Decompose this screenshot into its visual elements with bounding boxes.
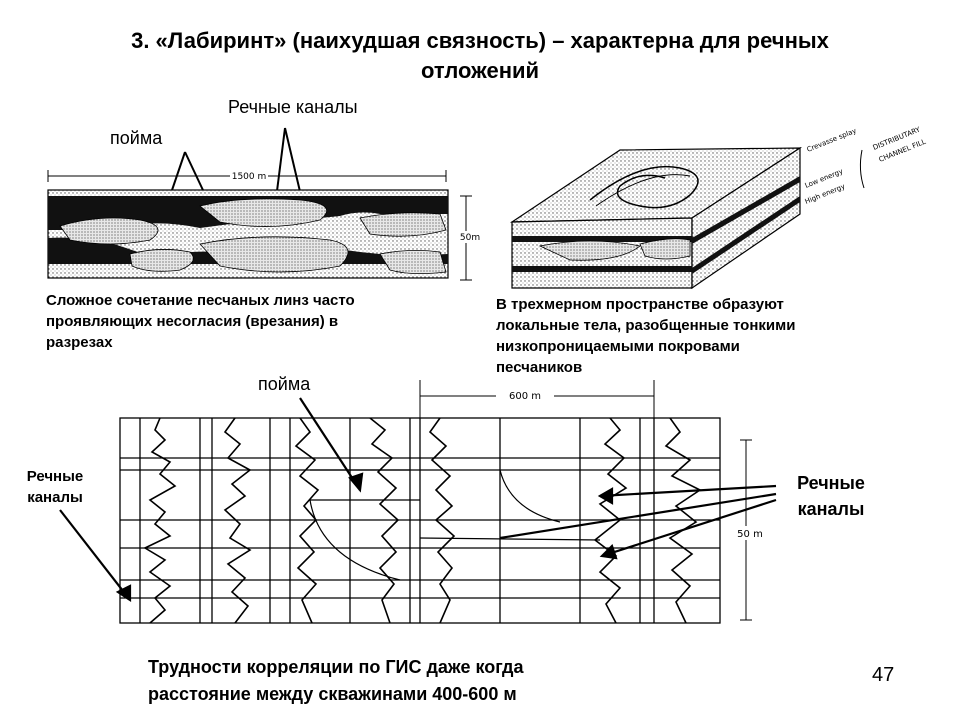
fig3-log-curves: [143, 417, 702, 624]
title-line-1: 3. «Лабиринт» (наихудшая связность) – ха…: [131, 28, 829, 53]
fig3-channel-bodies: [309, 469, 601, 581]
page-number: 47: [872, 664, 895, 686]
fig3-caption: Трудности корреляции по ГИС даже когда р…: [148, 654, 708, 708]
fig1-scale-width-text: 1500 m: [232, 172, 267, 182]
fig1-caption-line-2: проявляющих несогласия (врезания) в: [46, 313, 339, 330]
fig3-channels-right-label: Речные каналы: [776, 470, 886, 522]
fig3-caption-line-2: расстояние между скважинами 400-600 м: [148, 684, 517, 704]
title-line-2: отложений: [420, 58, 540, 83]
fig3-channels-right-line-1: Речные: [797, 473, 865, 493]
fig3-channels-left-line-1: Речные: [26, 468, 84, 485]
fig3-channels-left-line-2: каналы: [27, 489, 83, 506]
fig2-caption-line-3: низкопроницаемыми покровами: [496, 338, 740, 355]
fig2-caption-line-1: В трехмерном пространстве образуют: [496, 296, 784, 313]
fig1-caption-line-1: Сложное сочетание песчаных линз часто: [46, 292, 355, 309]
fig3-pointers: [59, 397, 777, 603]
fig2-caption-line-4: песчаников: [496, 359, 583, 376]
fig3-floodplain-label: пойма: [258, 374, 311, 394]
fig3-scale-width-text: 600 m: [509, 391, 541, 402]
fig1-caption-line-3: разрезах: [46, 334, 113, 351]
fig2-caption: В трехмерном пространстве образуют локал…: [496, 294, 896, 378]
fig1-channels-label: Речные каналы: [228, 97, 358, 117]
fig3-caption-line-1: Трудности корреляции по ГИС даже когда: [148, 657, 524, 677]
fig1-caption: Сложное сочетание песчаных линз часто пр…: [46, 290, 446, 353]
fig3-channels-right-line-2: каналы: [797, 499, 865, 519]
fig1-scale-bg: [230, 168, 268, 182]
fig3-grid: [119, 417, 721, 624]
fig1-scale-height-text: 50m: [460, 233, 480, 243]
slide-title: 3. «Лабиринт» (наихудшая связность) – ха…: [40, 26, 920, 86]
fig3-channels-left-label: Речные каналы: [14, 466, 96, 508]
fig1-section-body: [47, 189, 449, 279]
fig2-caption-line-2: локальные тела, разобщенные тонкими: [496, 317, 796, 334]
fig2-layers: [512, 176, 800, 274]
fig1-floodplain-label: пойма: [110, 128, 163, 148]
fig3-scale-height-text: 50 m: [737, 529, 763, 540]
